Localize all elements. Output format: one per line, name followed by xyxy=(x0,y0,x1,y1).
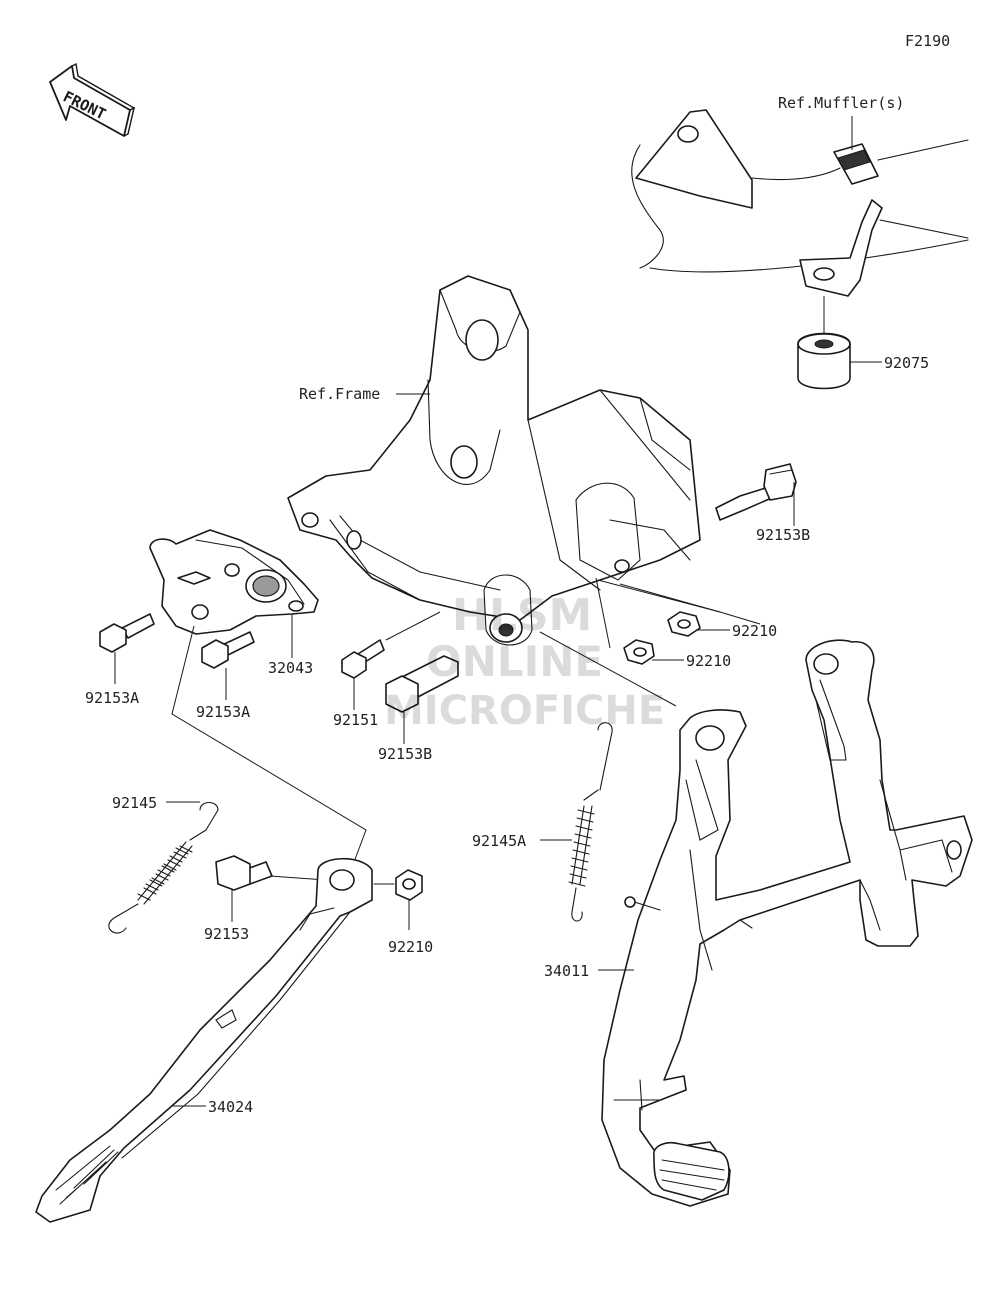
bolt-92153: 92153 xyxy=(204,855,327,943)
label-92210-right: 92210 xyxy=(732,622,777,640)
label-92153B-low: 92153B xyxy=(378,745,432,763)
nut-92210-mid: 92210 xyxy=(623,639,731,670)
label-92153A-left: 92153A xyxy=(85,689,139,707)
label-32043: 32043 xyxy=(268,659,313,677)
muffler-reference: Ref.Muffler(s) xyxy=(631,94,969,297)
spring-92145: 92145 xyxy=(108,794,219,934)
front-arrow-icon: FRONT xyxy=(49,62,136,137)
side-stand-34024: 34024 xyxy=(35,858,373,1223)
figure-code: F2190 xyxy=(905,32,950,50)
label-92075: 92075 xyxy=(884,354,929,372)
label-92153: 92153 xyxy=(204,925,249,943)
nut-92210-low: 92210 xyxy=(373,869,433,956)
watermark-line-1: HLSM xyxy=(452,590,592,641)
label-92145: 92145 xyxy=(112,794,157,812)
center-stand-34011: 34011 xyxy=(544,639,973,1207)
nut-92210-right: 92210 xyxy=(667,611,777,640)
bolt-92151: 92151 xyxy=(333,639,385,729)
label-34011: 34011 xyxy=(544,962,589,980)
ref-frame-label: Ref.Frame xyxy=(299,385,380,403)
ref-muffler-label: Ref.Muffler(s) xyxy=(778,94,904,112)
label-92151: 92151 xyxy=(333,711,378,729)
bolt-92153B-top: 92153B xyxy=(715,463,810,544)
label-92153A-right: 92153A xyxy=(196,703,250,721)
watermark: HLSM ONLINE MICROFICHE xyxy=(384,590,665,734)
bracket-32043: 32043 xyxy=(149,529,319,677)
spring-92145A: 92145A xyxy=(472,722,613,922)
label-34024: 34024 xyxy=(208,1098,253,1116)
watermark-line-2: ONLINE xyxy=(426,637,603,686)
bolt-92153A-right: 92153A xyxy=(196,631,255,721)
label-92210-low: 92210 xyxy=(388,938,433,956)
label-92145A: 92145A xyxy=(472,832,526,850)
label-92210-mid: 92210 xyxy=(686,652,731,670)
bolt-92153B-low: 92153B xyxy=(378,655,459,763)
label-92153B-top: 92153B xyxy=(756,526,810,544)
frame-reference: Ref.Frame xyxy=(287,275,701,646)
watermark-line-3: MICROFICHE xyxy=(384,688,665,734)
damper-92075: 92075 xyxy=(797,296,929,390)
bolt-92153A-left: 92153A xyxy=(85,613,155,707)
